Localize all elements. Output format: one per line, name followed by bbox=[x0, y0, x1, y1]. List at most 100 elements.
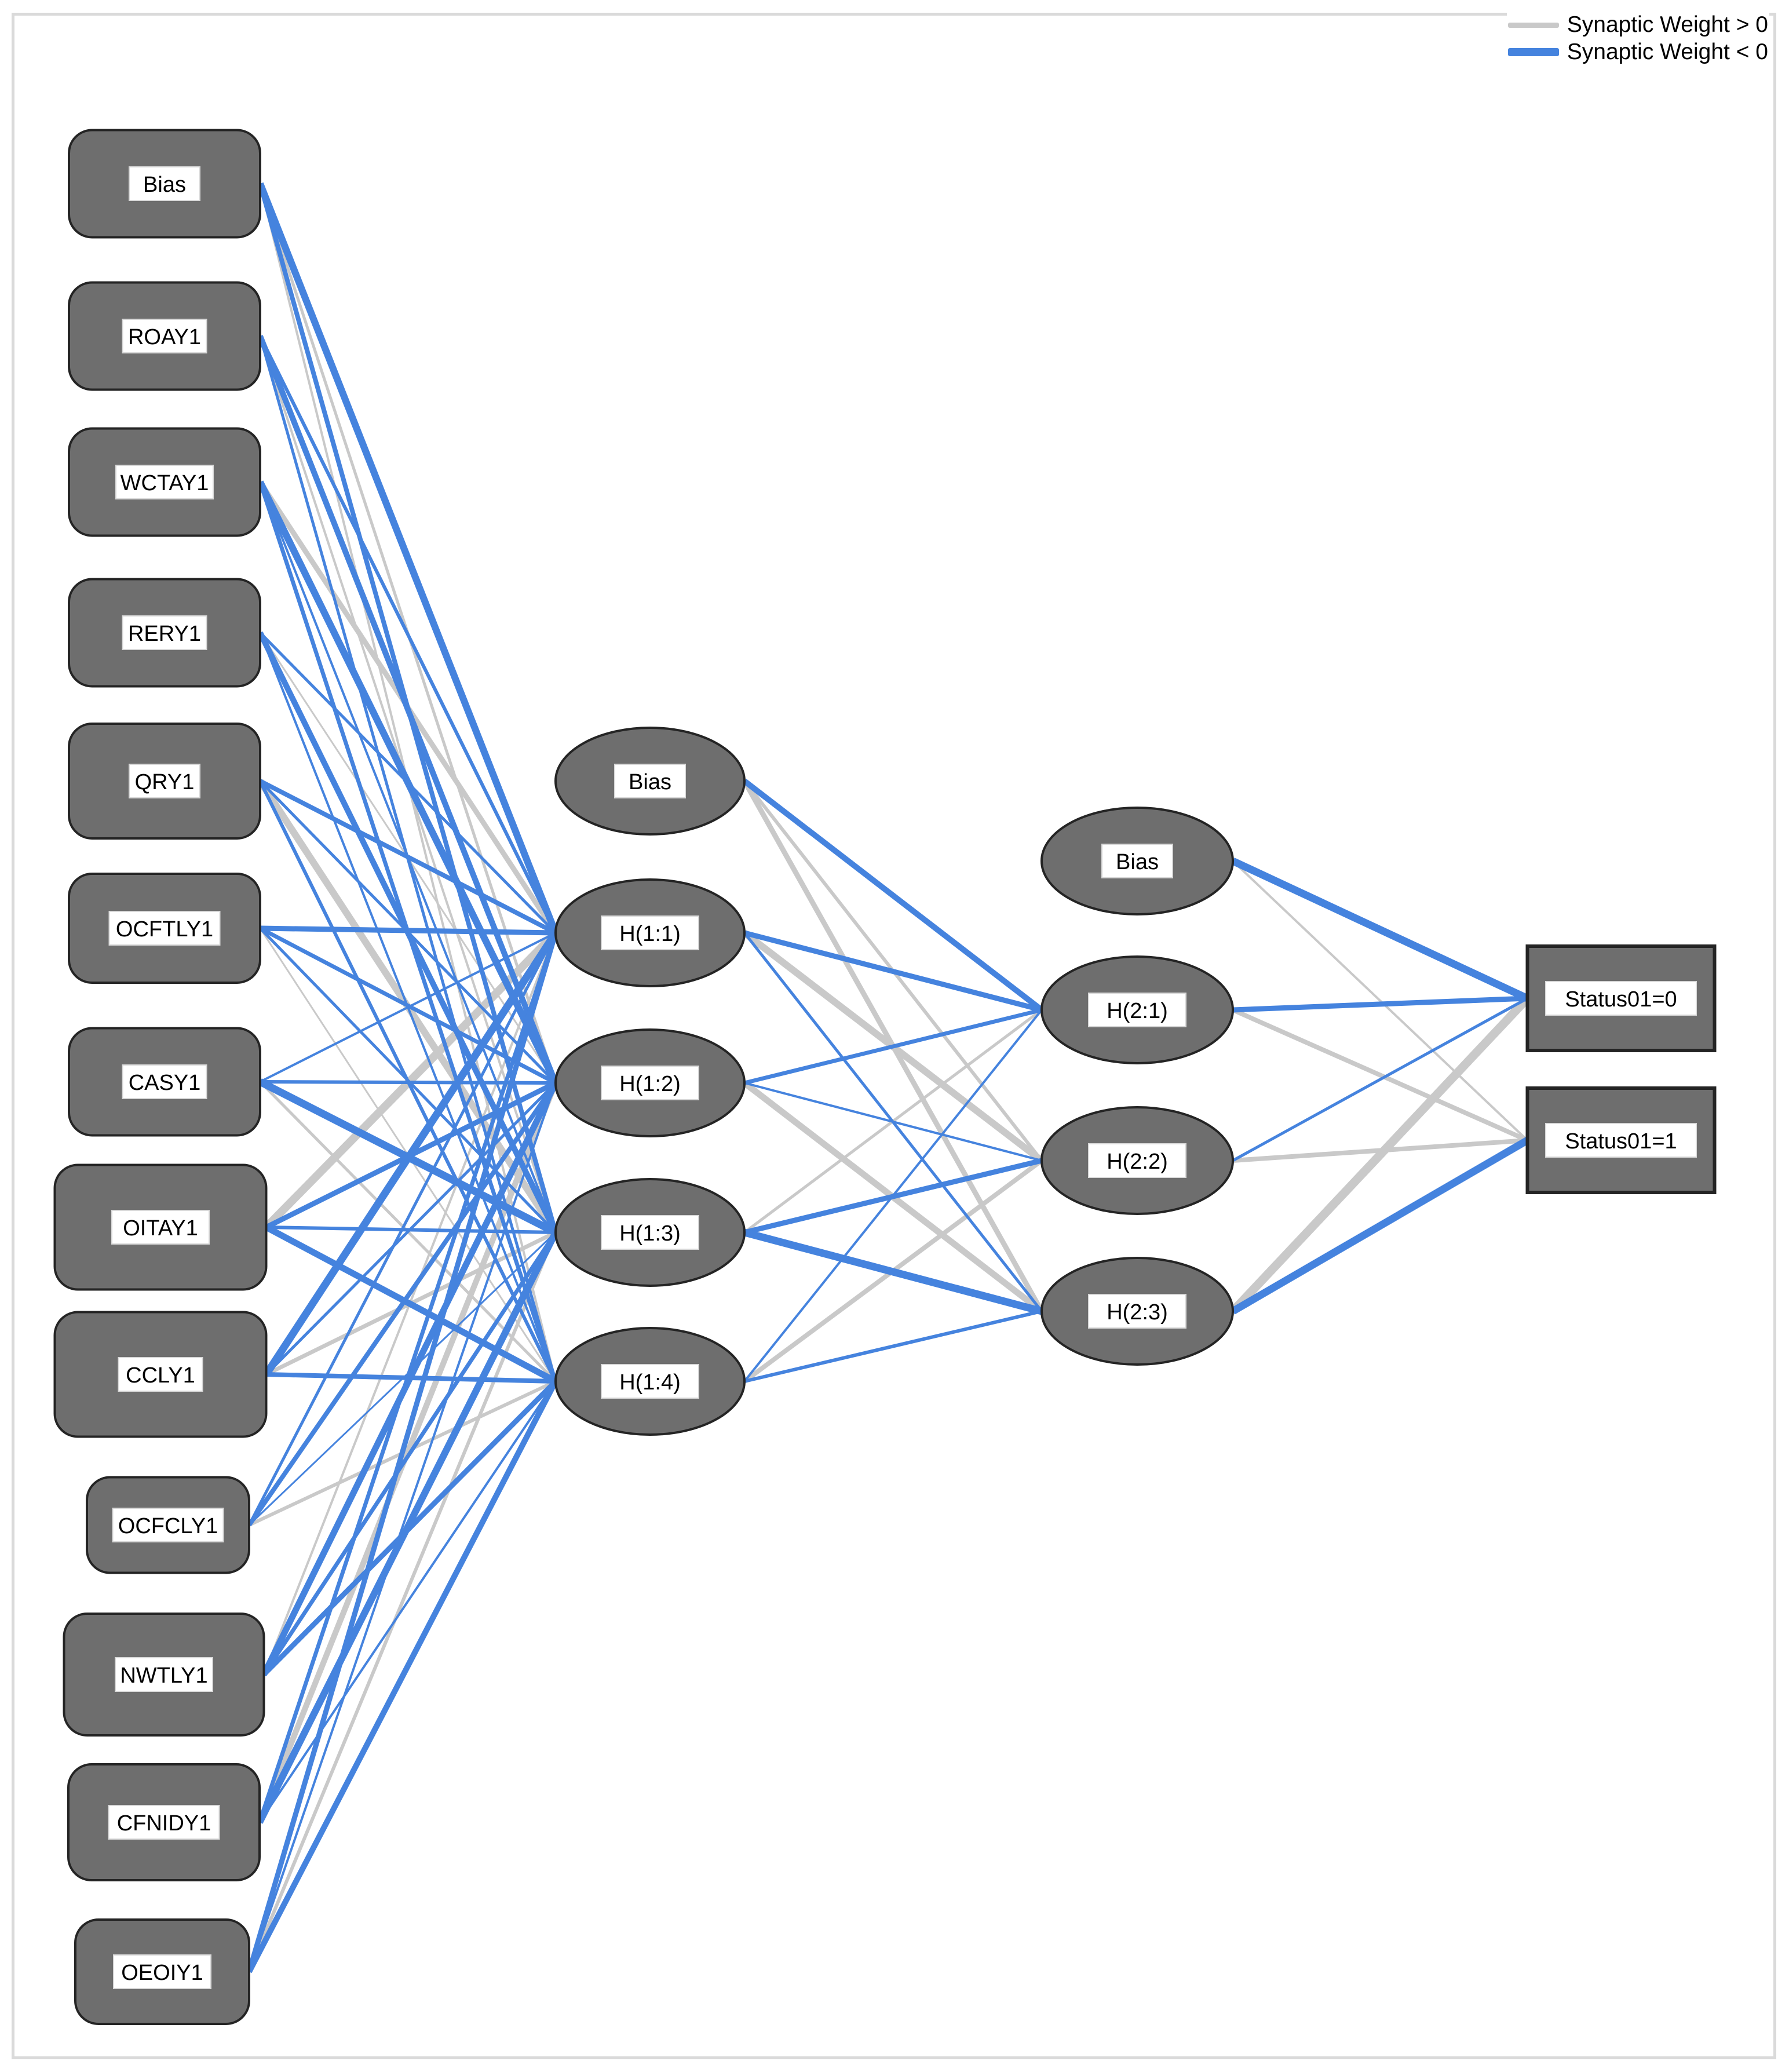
hidden1-node-bias1[interactable]: Bias bbox=[554, 727, 746, 836]
edge-h12-h22 bbox=[744, 1082, 1042, 1162]
output-node-s1[interactable]: Status01=1 bbox=[1525, 1086, 1717, 1194]
edge-bias2-s0 bbox=[1231, 858, 1529, 1002]
oeoiy1-label: OEOIY1 bbox=[121, 1961, 203, 1985]
qry1-label-background bbox=[129, 764, 200, 798]
input-node-bias0[interactable]: Bias bbox=[68, 129, 261, 239]
edge-h13-h23 bbox=[743, 1228, 1043, 1315]
qry1-label: QRY1 bbox=[135, 770, 195, 794]
input-node-qry1[interactable]: QRY1 bbox=[68, 723, 261, 840]
edge-rery1-h11 bbox=[259, 632, 557, 934]
input-node-oitay1[interactable]: OITAY1 bbox=[53, 1163, 268, 1291]
edge-qry1-h11 bbox=[259, 779, 557, 935]
edge-ocfcly1-h12 bbox=[247, 1081, 558, 1527]
input-node-nwtly1[interactable]: NWTLY1 bbox=[63, 1613, 265, 1737]
edge-cfnidy1-h11 bbox=[257, 932, 558, 1823]
casy1-label-background bbox=[122, 1064, 207, 1099]
h11-label-background bbox=[601, 915, 699, 950]
h13-label: H(1:3) bbox=[619, 1221, 681, 1246]
hidden2-node-h23[interactable]: H(2:3) bbox=[1040, 1257, 1234, 1366]
nwtly1-label: NWTLY1 bbox=[120, 1664, 207, 1688]
edge-bias0-h11 bbox=[257, 182, 559, 935]
hidden2-node-h21[interactable]: H(2:1) bbox=[1040, 955, 1234, 1064]
h14-label-background bbox=[601, 1364, 699, 1399]
edge-cfnidy1-h14 bbox=[258, 1380, 557, 1823]
h22-label: H(2:2) bbox=[1107, 1150, 1168, 1174]
hidden1-node-h14[interactable]: H(1:4) bbox=[554, 1327, 746, 1436]
edge-ocftly1-h11 bbox=[260, 925, 556, 936]
bias2-label-background bbox=[1101, 844, 1173, 878]
legend-label-positive: Synaptic Weight > 0 bbox=[1567, 12, 1768, 37]
cfnidy1-label: CFNIDY1 bbox=[117, 1811, 211, 1836]
legend-row-positive: Synaptic Weight > 0 bbox=[1507, 12, 1768, 38]
h12-label-background bbox=[601, 1066, 699, 1100]
edge-cfnidy1-h13 bbox=[256, 1231, 559, 1824]
edge-oeoiy1-h11 bbox=[246, 932, 558, 1973]
input-node-ccly1[interactable]: CCLY1 bbox=[53, 1311, 268, 1438]
negative-weight-line-swatch bbox=[1507, 48, 1559, 57]
wctay1-label: WCTAY1 bbox=[121, 471, 209, 495]
rery1-label-background bbox=[122, 615, 207, 650]
ocftly1-label: OCFTLY1 bbox=[116, 917, 213, 942]
edge-h14-h21 bbox=[743, 1009, 1043, 1382]
edge-oitay1-h14 bbox=[264, 1224, 557, 1384]
h12-label: H(1:2) bbox=[619, 1072, 681, 1096]
h21-label-background bbox=[1088, 993, 1186, 1027]
ocfcly1-label-background bbox=[112, 1508, 224, 1542]
h11-label: H(1:1) bbox=[619, 922, 681, 946]
positive-weight-line-swatch bbox=[1507, 22, 1559, 28]
edge-h23-s1 bbox=[1231, 1137, 1529, 1315]
edge-ccly1-h11 bbox=[263, 931, 559, 1377]
hidden1-node-h11[interactable]: H(1:1) bbox=[554, 878, 746, 987]
input-node-wctay1[interactable]: WCTAY1 bbox=[68, 427, 261, 537]
edge-h11-h21 bbox=[743, 930, 1043, 1013]
h13-label-background bbox=[601, 1215, 699, 1250]
edge-roay1-h12 bbox=[257, 335, 558, 1084]
s0-label-background bbox=[1545, 981, 1697, 1016]
input-node-rery1[interactable]: RERY1 bbox=[68, 578, 261, 688]
edge-ocfcly1-h13 bbox=[248, 1231, 557, 1526]
output-node-s0[interactable]: Status01=0 bbox=[1525, 944, 1717, 1052]
hidden2-node-h22[interactable]: H(2:2) bbox=[1040, 1106, 1234, 1215]
input-node-oeoiy1[interactable]: OEOIY1 bbox=[74, 1918, 250, 2025]
legend-label-negative: Synaptic Weight < 0 bbox=[1567, 39, 1768, 64]
casy1-label: CASY1 bbox=[129, 1071, 201, 1095]
edge-bias1-h21 bbox=[742, 779, 1044, 1012]
edge-h23-s0 bbox=[1229, 995, 1531, 1315]
oitay1-label-background bbox=[111, 1210, 210, 1245]
hidden1-node-h13[interactable]: H(1:3) bbox=[554, 1178, 746, 1287]
edge-h21-s0 bbox=[1232, 995, 1528, 1013]
nwtly1-label-background bbox=[115, 1657, 213, 1692]
input-node-roay1[interactable]: ROAY1 bbox=[68, 281, 261, 391]
hidden1-node-h12[interactable]: H(1:2) bbox=[554, 1028, 746, 1137]
input-node-ocfcly1[interactable]: OCFCLY1 bbox=[86, 1476, 250, 1574]
cfnidy1-label-background bbox=[108, 1805, 220, 1840]
roay1-label-background bbox=[122, 319, 207, 353]
input-node-cfnidy1[interactable]: CFNIDY1 bbox=[67, 1763, 261, 1881]
bias2-label: Bias bbox=[1116, 850, 1159, 874]
ocftly1-label-background bbox=[108, 911, 221, 946]
edge-nwtly1-h13 bbox=[262, 1231, 557, 1676]
edge-h12-h21 bbox=[744, 1008, 1042, 1085]
hidden2-node-bias2[interactable]: Bias bbox=[1040, 807, 1234, 915]
oitay1-label: OITAY1 bbox=[123, 1216, 198, 1241]
bias1-label: Bias bbox=[629, 770, 671, 794]
rery1-label: RERY1 bbox=[128, 622, 201, 646]
s1-label-background bbox=[1545, 1123, 1697, 1158]
edge-h22-s0 bbox=[1232, 997, 1528, 1162]
legend: Synaptic Weight > 0 Synaptic Weight < 0 bbox=[1506, 10, 1769, 67]
input-node-casy1[interactable]: CASY1 bbox=[68, 1027, 261, 1137]
edge-roay1-h11 bbox=[258, 335, 557, 934]
ccly1-label-background bbox=[118, 1357, 203, 1392]
input-node-ocftly1[interactable]: OCFTLY1 bbox=[68, 873, 261, 984]
edge-ccly1-h12 bbox=[265, 1082, 557, 1376]
edge-oeoiy1-h14 bbox=[246, 1380, 558, 1973]
edge-nwtly1-h12 bbox=[261, 1081, 558, 1676]
h23-label: H(2:3) bbox=[1107, 1300, 1168, 1325]
bias0-label: Bias bbox=[143, 173, 186, 197]
s0-label: Status01=0 bbox=[1565, 987, 1677, 1012]
bias0-label-background bbox=[129, 166, 200, 201]
ocfcly1-label: OCFCLY1 bbox=[118, 1514, 218, 1538]
ccly1-label: CCLY1 bbox=[126, 1363, 195, 1388]
